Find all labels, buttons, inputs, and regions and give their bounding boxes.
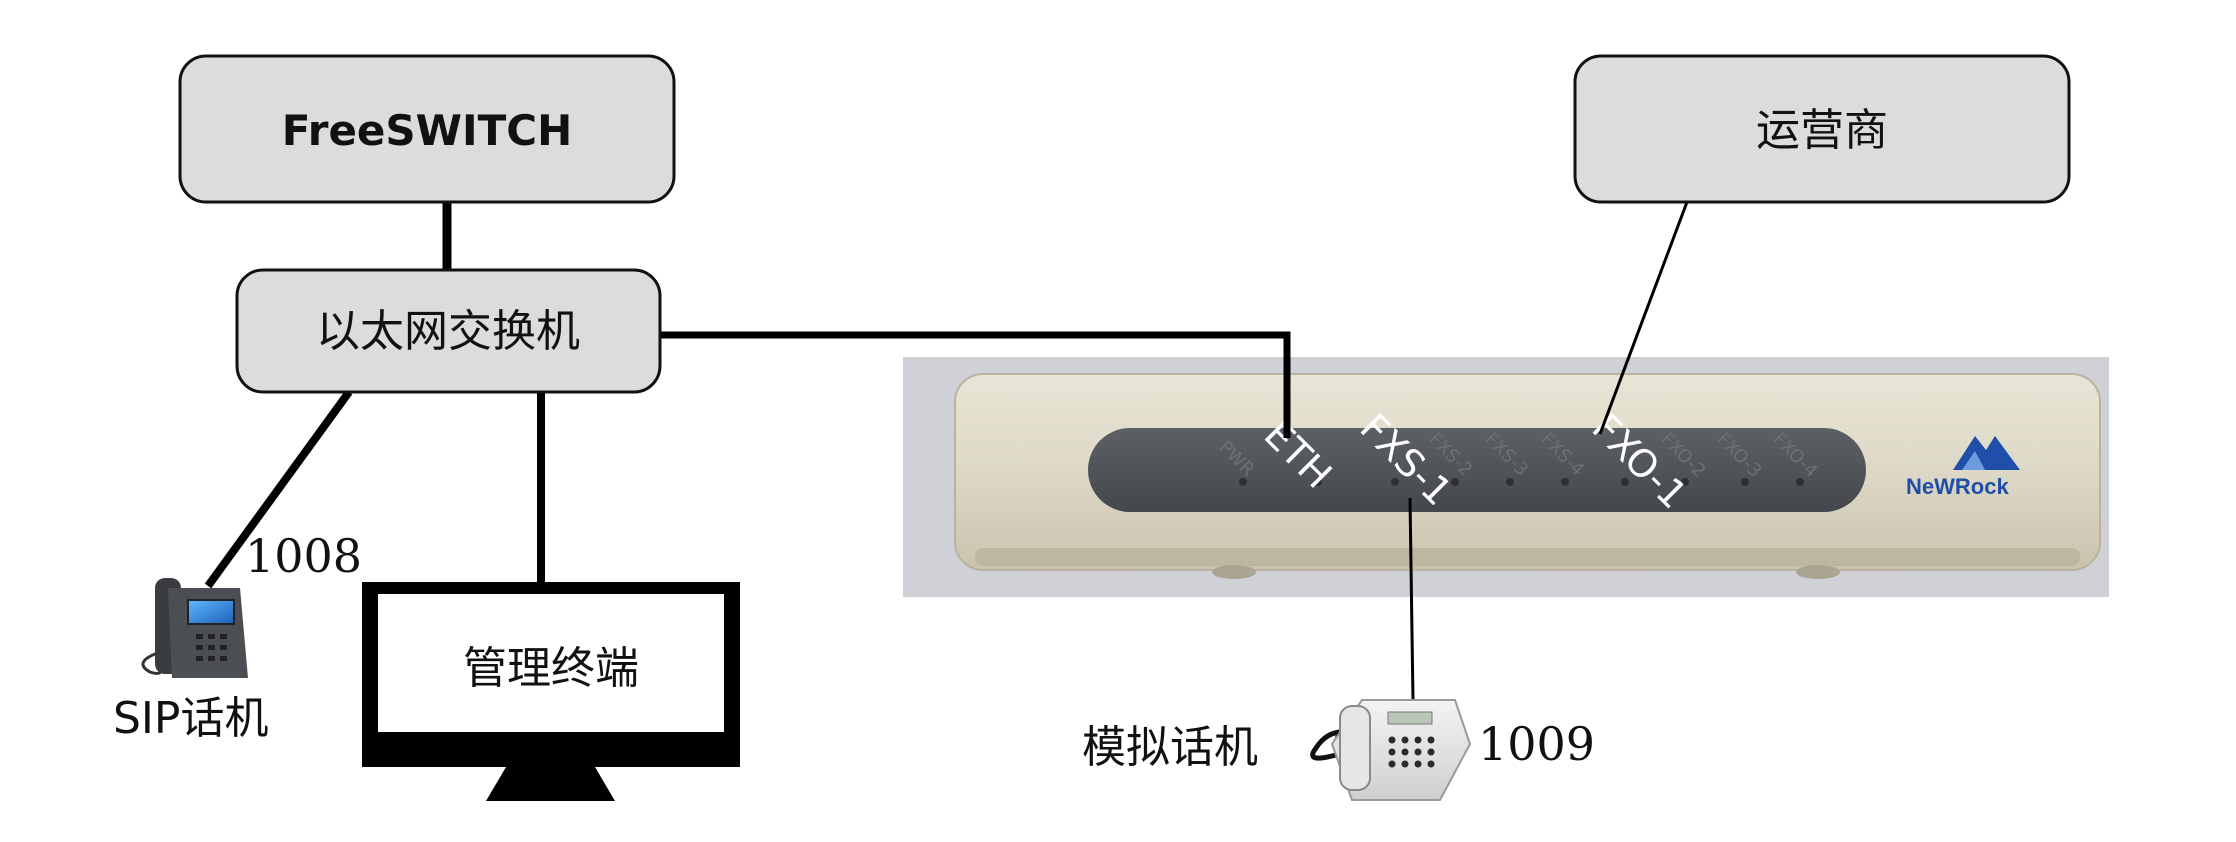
key bbox=[1401, 736, 1409, 744]
key bbox=[1414, 760, 1422, 768]
key bbox=[208, 656, 215, 661]
mountain-icon bbox=[1962, 451, 1985, 470]
key bbox=[220, 634, 227, 639]
led bbox=[1451, 478, 1459, 486]
carrier-label: 运营商 bbox=[1756, 105, 1888, 156]
link-fxs-analog-phone bbox=[1408, 497, 1415, 701]
monitor-screen bbox=[378, 594, 724, 732]
gateway-foot-right bbox=[1796, 565, 1840, 579]
gateway-bottom-edge bbox=[975, 548, 2080, 566]
key bbox=[1388, 748, 1396, 756]
gateway-leds bbox=[1239, 478, 1804, 486]
key bbox=[1414, 748, 1422, 756]
key bbox=[208, 645, 215, 650]
key bbox=[1388, 760, 1396, 768]
node-switch: 以太网交换机 bbox=[235, 268, 662, 394]
sip-phone-extension: 1008 bbox=[245, 529, 362, 583]
key bbox=[1414, 736, 1422, 744]
gateway-device: PWR FXS-2 FXS-3 FXS-4 FXO-2 FXO-3 FXO-4 … bbox=[903, 357, 2109, 597]
led bbox=[1561, 478, 1569, 486]
node-freeswitch: FreeSWITCH bbox=[178, 54, 676, 204]
brand-name: NeWRock bbox=[1906, 474, 2009, 499]
led bbox=[1796, 478, 1804, 486]
key bbox=[1388, 736, 1396, 744]
link-switch-eth bbox=[660, 331, 1291, 438]
sip-phone-label: SIP话机 bbox=[113, 693, 268, 744]
analog-phone-display bbox=[1387, 711, 1433, 725]
analog-phone-keypad bbox=[1388, 736, 1435, 768]
freeswitch-box bbox=[178, 54, 676, 204]
analog-phone-handset bbox=[1339, 705, 1371, 791]
freeswitch-label: FreeSWITCH bbox=[282, 106, 573, 155]
key bbox=[196, 634, 203, 639]
terminal-label: 管理终端 bbox=[463, 643, 639, 694]
analog-phone-extension: 1009 bbox=[1478, 717, 1595, 771]
analog-phone-label: 模拟话机 bbox=[1082, 722, 1258, 773]
key bbox=[196, 645, 203, 650]
sip-phone-keypad bbox=[196, 634, 227, 661]
newrock-logo: NeWRock bbox=[1906, 436, 2020, 499]
key bbox=[208, 634, 215, 639]
desk-phone-icon bbox=[1310, 699, 1472, 801]
key bbox=[196, 656, 203, 661]
link-switch-sip-phone bbox=[204, 389, 353, 589]
sip-phone-screen bbox=[187, 599, 235, 625]
carrier-box bbox=[1573, 54, 2071, 204]
led bbox=[1506, 478, 1514, 486]
monitor-stand bbox=[486, 767, 615, 801]
led bbox=[1621, 478, 1629, 486]
link-carrier-fxo bbox=[1598, 201, 1689, 435]
gateway-foot-left bbox=[1212, 565, 1256, 579]
connections bbox=[204, 201, 1689, 701]
key bbox=[1401, 760, 1409, 768]
gateway-front-panel bbox=[1088, 428, 1866, 512]
led bbox=[1239, 478, 1247, 486]
key bbox=[220, 656, 227, 661]
led bbox=[1741, 478, 1749, 486]
led bbox=[1314, 478, 1322, 486]
switch-label: 以太网交换机 bbox=[316, 306, 580, 357]
key bbox=[220, 645, 227, 650]
key bbox=[1427, 736, 1435, 744]
ip-phone-icon bbox=[141, 578, 248, 678]
monitor-icon: 管理终端 bbox=[362, 582, 740, 801]
led bbox=[1391, 478, 1399, 486]
key bbox=[1427, 760, 1435, 768]
key bbox=[1401, 748, 1409, 756]
key bbox=[1427, 748, 1435, 756]
node-carrier: 运营商 bbox=[1573, 54, 2071, 204]
switch-box bbox=[235, 268, 662, 394]
led bbox=[1681, 478, 1689, 486]
